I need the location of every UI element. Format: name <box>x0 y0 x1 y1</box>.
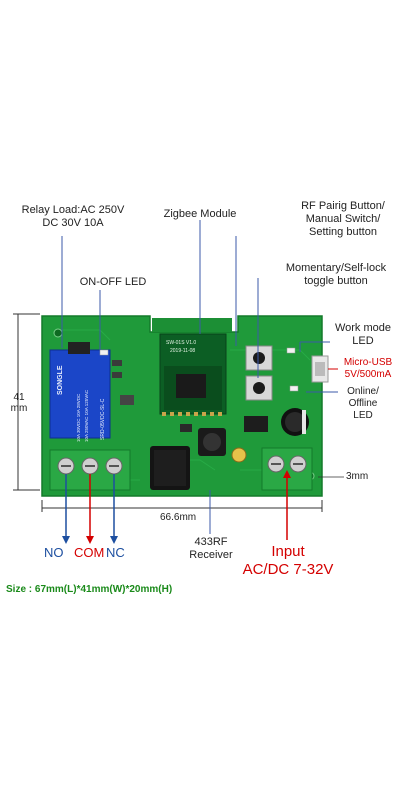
zigbee-module: SW-01S V1.0 2019-11-08 <box>159 333 227 416</box>
input-line1: Input <box>271 543 305 560</box>
width-dimension <box>41 500 323 512</box>
receiver-label: 433RF Receiver <box>178 536 244 562</box>
micro-usb-line1: Micro-USB <box>343 357 393 368</box>
output-arrows <box>62 470 291 544</box>
rf-pairing-button <box>245 345 273 371</box>
width-dimension-label: 66.6mm <box>160 512 197 523</box>
momentary-line2: toggle button <box>304 275 368 287</box>
height-dimension <box>13 313 40 491</box>
relay-load-line1: Relay Load:AC 250V <box>21 204 125 216</box>
nc-label: NC <box>106 545 125 560</box>
rf-button-line1: RF Pairig Button/ <box>301 200 385 212</box>
chip-model-text: SW-01S V1.0 <box>166 340 196 346</box>
relay-brand-text: SONGLE <box>57 365 64 395</box>
chip-date-text: 2019-11-08 <box>170 348 195 354</box>
receiver-line1: 433RF <box>194 536 228 548</box>
online-led <box>289 385 299 392</box>
no-label: NO <box>44 545 64 560</box>
onoff-led <box>99 349 109 356</box>
rf-receiver-module <box>150 446 190 490</box>
online-line1: Online/ <box>347 386 379 397</box>
input-label: Input AC/DC 7-32V <box>228 543 348 579</box>
zigbee-module-label: Zigbee Module <box>163 208 237 220</box>
micro-usb-line2: 5V/500mA <box>344 369 392 380</box>
momentary-label: Momentary/Self-lock toggle button <box>272 262 400 288</box>
momentary-toggle-button <box>245 375 273 401</box>
relay: SONGLE SRD-05VDC-SL-C 10A 250VAC 10A 125… <box>49 342 111 442</box>
micro-usb-label: Micro-USB 5V/500mA <box>336 357 400 381</box>
height-unit: mm <box>10 403 28 414</box>
onoff-led-label: ON-OFF LED <box>79 276 147 288</box>
momentary-line1: Momentary/Self-lock <box>285 262 387 274</box>
work-mode-led <box>286 347 296 354</box>
com-label: COM <box>74 545 105 560</box>
height-value: 41 <box>13 392 25 403</box>
hole-dimension-label: 3mm <box>346 471 369 482</box>
micro-usb-port <box>311 355 329 383</box>
online-line2: Offline <box>348 398 378 409</box>
leader-lines <box>61 220 338 534</box>
work-mode-line1: Work mode <box>334 322 392 334</box>
rf-button-line3: Setting button <box>309 226 377 238</box>
capacitor <box>281 408 309 436</box>
relay-load-label: Relay Load:AC 250V DC 30V 10A <box>8 204 138 230</box>
receiver-line2: Receiver <box>189 549 233 561</box>
relay-rating-2: 10A 30VDC 10A 28VDC <box>76 393 81 442</box>
relay-model-text: SRD-05VDC-SL-C <box>100 398 106 440</box>
work-mode-label: Work mode LED <box>326 322 400 348</box>
online-led-label: Online/ Offline LED <box>336 386 390 422</box>
inductor <box>198 428 226 456</box>
rf-button-label: RF Pairig Button/ Manual Switch/ Setting… <box>290 200 396 239</box>
work-mode-line2: LED <box>352 335 374 347</box>
rf-button-line2: Manual Switch/ <box>305 213 381 225</box>
size-note: Size : 67mm(L)*41mm(W)*20mm(H) <box>6 584 173 595</box>
mounting-hole-left <box>53 328 63 338</box>
height-dimension-label: 41 mm <box>4 392 34 414</box>
relay-load-line2: DC 30V 10A <box>42 217 104 229</box>
input-line2: AC/DC 7-32V <box>242 561 334 578</box>
relay-rating-1: 10A 250VAC 10A 125VAC <box>84 389 89 442</box>
online-line3: LED <box>353 410 373 421</box>
